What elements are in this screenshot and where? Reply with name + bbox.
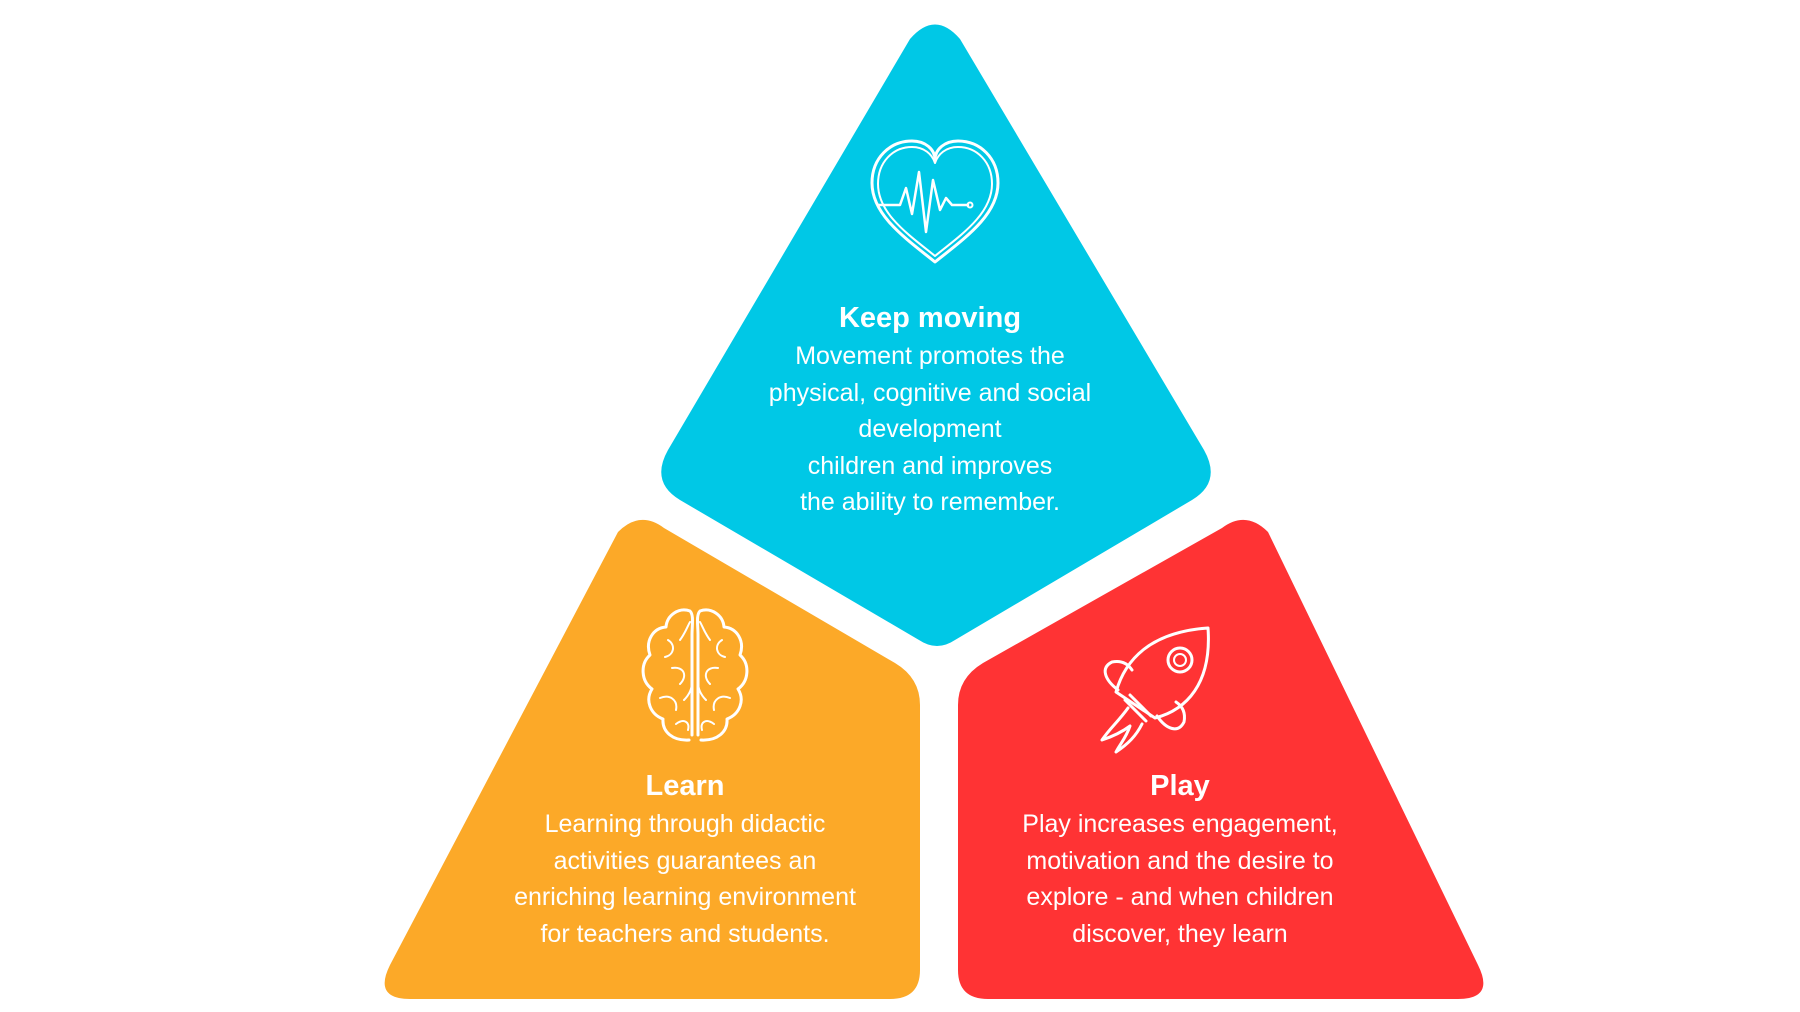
rocket-icon: [1100, 626, 1210, 754]
heartbeat-icon: [870, 139, 1000, 264]
play-shape: [958, 519, 1484, 999]
keep-moving-line: the ability to remember.: [800, 488, 1060, 516]
play-line: discover, they learn: [1072, 919, 1288, 948]
learn-block: Learn Learning through didactic activiti…: [475, 768, 895, 952]
keep-moving-line: Movement promotes the: [795, 342, 1065, 370]
play-line: Play increases engagement,: [1022, 810, 1338, 838]
keep-moving-shape: [661, 24, 1211, 646]
keep-moving-line: physical, cognitive and social: [768, 378, 1092, 407]
learn-shape: [384, 519, 920, 999]
keep-moving-block: Keep moving Movement promotes the physic…: [720, 300, 1140, 521]
keep-moving-title: Keep moving: [838, 302, 1022, 334]
learn-line: enriching learning environment: [514, 883, 856, 911]
learn-line: Learning through didactic: [544, 810, 826, 838]
keep-moving-line: development: [858, 415, 1002, 443]
play-block: Play Play increases engagement, motivati…: [970, 768, 1390, 952]
learn-title: Learn: [645, 770, 725, 802]
play-title: Play: [1150, 770, 1210, 802]
play-line: explore - and when children: [1026, 883, 1334, 911]
play-line: motivation and the desire to: [1026, 846, 1334, 875]
learn-line: activities guarantees an: [553, 846, 817, 875]
keep-moving-line: children and improves: [807, 451, 1053, 480]
learn-line: for teachers and students.: [540, 919, 830, 948]
brain-icon: [641, 608, 749, 742]
